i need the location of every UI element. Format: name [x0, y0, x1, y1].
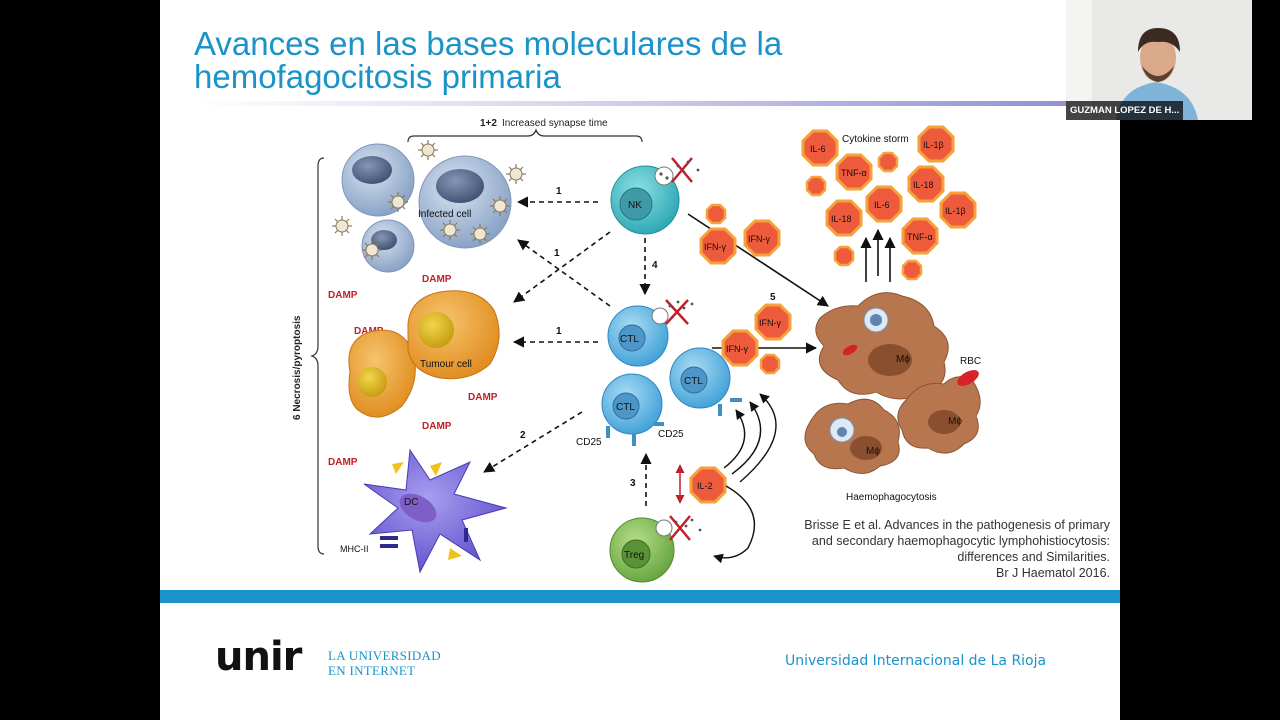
step-1-label: 1: [556, 326, 562, 337]
step-2-label: 2: [520, 430, 526, 441]
citation-line: Brisse E et al. Advances in the pathogen…: [804, 518, 1110, 532]
synapse-step-label: 1+2: [480, 118, 497, 129]
ifn-gamma-label: IFN-γ: [704, 242, 726, 252]
step-1-label: 1: [554, 248, 560, 259]
ifn-gamma-label: IFN-γ: [748, 234, 770, 244]
tnfa-label: TNF-α: [907, 232, 933, 242]
necrosis-bracket: 6 Necrosis/pyroptosis: [292, 157, 325, 555]
ctl-label: CTL: [684, 376, 703, 387]
step-5-label: 5: [770, 292, 776, 303]
citation-line: differences and Similarities.: [957, 550, 1110, 564]
damp-label: DAMP: [328, 290, 358, 301]
ifn-gamma-cytokines: IFN-γ IFN-γ IFN-γ IFN-γ: [699, 203, 792, 375]
citation-line: Br J Haematol 2016.: [996, 566, 1110, 580]
participant-video-tile[interactable]: GUZMAN LOPEZ DE H...: [1066, 0, 1252, 120]
tagline-line: LA UNIVERSIDAD: [328, 648, 441, 663]
il18-label: IL-18: [831, 214, 852, 224]
hlh-pathogenesis-figure: 1+2 Increased synapse time 6 Necrosis/py…: [292, 118, 981, 583]
damp-label: DAMP: [422, 274, 452, 285]
cd25-label: CD25: [658, 429, 684, 440]
tagline-line: EN INTERNET: [328, 663, 416, 678]
treg-cell: Treg: [609, 515, 702, 583]
infected-cells: Infected cell: [331, 139, 527, 273]
step-1-label: 1: [556, 186, 562, 197]
interaction-arrows: [483, 196, 652, 506]
damp-label: DAMP: [422, 421, 452, 432]
il1b-label: IL-1β: [923, 140, 944, 150]
cytokine-storm-label: Cytokine storm: [842, 134, 909, 145]
step-3-label: 3: [630, 478, 636, 489]
treg-label: Treg: [624, 550, 644, 561]
ifn-gamma-label: IFN-γ: [759, 318, 781, 328]
slide-title: Avances en las bases moleculares de la h…: [194, 25, 783, 95]
nk-cell: NK: [610, 157, 700, 235]
il6-label: IL-6: [874, 200, 890, 210]
damp-label: DAMP: [328, 457, 358, 468]
figure-citation: Brisse E et al. Advances in the pathogen…: [750, 517, 1110, 581]
dc-label: DC: [404, 497, 418, 508]
title-underline: [194, 101, 1120, 106]
step-4-label: 4: [652, 260, 658, 271]
cd25-label: CD25: [576, 437, 602, 448]
il1b-label: IL-1β: [945, 206, 966, 216]
damp-label: DAMP: [468, 392, 498, 403]
rbc-label: RBC: [960, 356, 981, 367]
macrophage-label: Mϕ: [948, 416, 962, 427]
tnfa-label: TNF-α: [841, 168, 867, 178]
mhc-ii-label: MHC-II: [340, 544, 369, 554]
tumour-cells: Tumour cell: [348, 290, 500, 418]
il6-label: IL-6: [810, 144, 826, 154]
ctl-label: CTL: [620, 334, 639, 345]
il18-label: IL-18: [913, 180, 934, 190]
unir-tagline: LA UNIVERSIDAD EN INTERNET: [328, 648, 441, 678]
dendritic-cell: DC MHC-II: [340, 448, 508, 574]
citation-line: and secondary haemophagocytic lymphohist…: [811, 534, 1110, 548]
infected-cell-label: Infected cell: [418, 209, 471, 220]
macrophage-label: Mϕ: [896, 354, 910, 365]
damp-label: DAMP: [354, 326, 384, 337]
university-name: Universidad Internacional de La Rioja: [785, 653, 1047, 669]
nk-label: NK: [628, 200, 642, 211]
necrosis-pyroptosis-label: 6 Necrosis/pyroptosis: [292, 315, 303, 420]
ctl-label: CTL: [616, 402, 635, 413]
il2-label: IL-2: [697, 481, 713, 491]
il2-feedback-arrows: [713, 393, 777, 564]
il2-cytokine: IL-2: [675, 464, 727, 504]
tumour-cell-label: Tumour cell: [420, 359, 472, 370]
participant-name: GUZMAN LOPEZ DE H...: [1066, 101, 1184, 120]
ctl-cells: CTL CTL CTL CD25 CD25: [576, 299, 742, 448]
haemophagocytosis-label: Haemophagocytosis: [846, 492, 937, 503]
synapse-bracket: 1+2 Increased synapse time: [407, 118, 643, 143]
presentation-slide: Avances en las bases moleculares de la h…: [160, 0, 1120, 720]
macrophages: Mϕ Mϕ Mϕ RBC Haemophagocytosis: [804, 292, 981, 503]
ifn-gamma-label: IFN-γ: [726, 344, 748, 354]
synapse-time-label: Increased synapse time: [502, 118, 608, 129]
macrophage-label: Mϕ: [866, 446, 880, 457]
slide-footer: unir LA UNIVERSIDAD EN INTERNET Universi…: [160, 603, 1120, 720]
cytokine-storm: Cytokine storm IL-6 IL-1β TNF-α IL-18 IL…: [801, 125, 977, 282]
footer-divider-band: [160, 590, 1120, 603]
unir-logo: unir: [215, 634, 302, 680]
